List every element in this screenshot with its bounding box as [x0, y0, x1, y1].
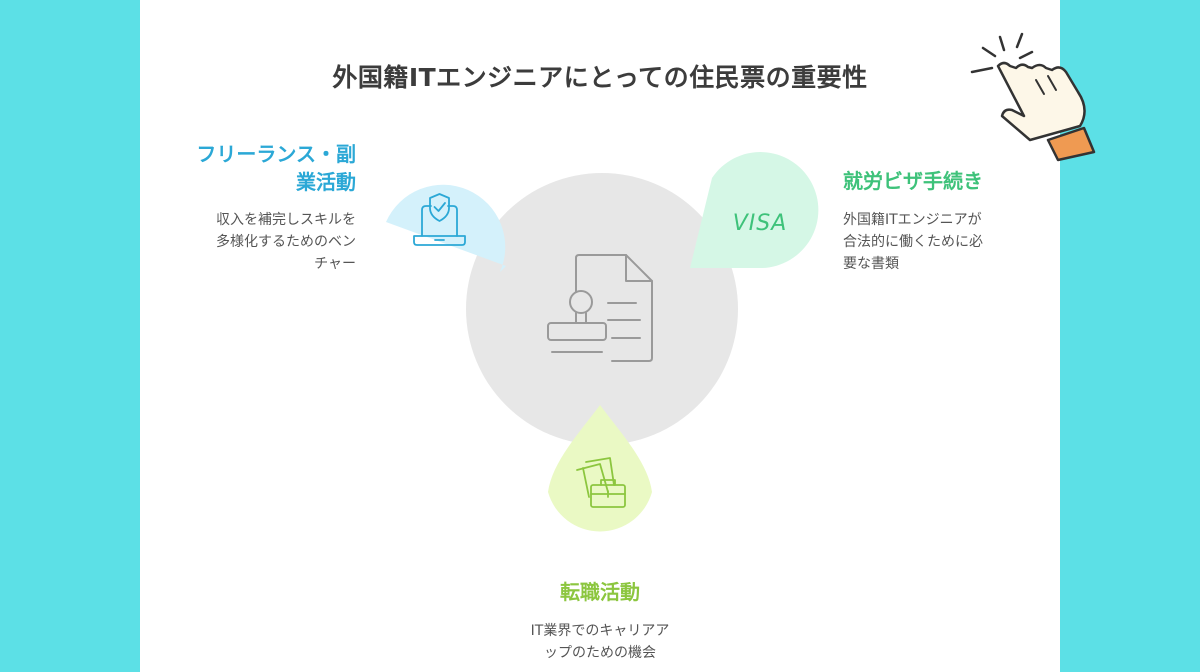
freelance-desc-line1: 収入を補完しスキルを: [216, 212, 356, 228]
center-disc: [466, 173, 738, 445]
pointing-hand-icon: [970, 32, 1096, 162]
visa-description: 外国籍ITエンジニアが 合法的に働くために必 要な書類: [843, 209, 983, 275]
jobchange-desc-line2: ップのための機会: [544, 645, 656, 661]
freelance-desc-line2: 多様化するためのベン: [216, 234, 356, 250]
freelance-drop: [386, 184, 506, 272]
jobchange-desc-line1: IT業界でのキャリアア: [530, 623, 670, 639]
documents-briefcase-icon: [576, 457, 626, 508]
jobchange-description: IT業界でのキャリアア ップのための機会: [0, 620, 1200, 664]
laptop-shield-icon: [413, 193, 466, 246]
visa-icon-text: VISA: [733, 211, 788, 236]
freelance-heading-line2: 業活動: [296, 170, 356, 194]
document-stamp-icon: [547, 254, 653, 362]
visa-drop: [690, 152, 819, 268]
freelance-description: 収入を補完しスキルを 多様化するためのベン チャー: [216, 209, 356, 275]
visa-desc-line3: 要な書類: [843, 256, 899, 272]
visa-heading: 就労ビザ手続き: [843, 167, 983, 195]
freelance-desc-line3: チャー: [314, 256, 356, 272]
visa-desc-line2: 合法的に働くために必: [843, 234, 983, 250]
jobchange-heading: 転職活動: [0, 578, 1200, 606]
freelance-heading: フリーランス・副 業活動: [196, 140, 356, 196]
freelance-heading-line1: フリーランス・副: [196, 142, 356, 166]
jobchange-drop: [548, 405, 652, 532]
diagram-title: 外国籍ITエンジニアにとっての住民票の重要性: [332, 63, 868, 92]
jobchange-heading-text: 転職活動: [560, 580, 640, 604]
visa-desc-line1: 外国籍ITエンジニアが: [843, 212, 982, 228]
visa-heading-text: 就労ビザ手続き: [843, 169, 983, 193]
